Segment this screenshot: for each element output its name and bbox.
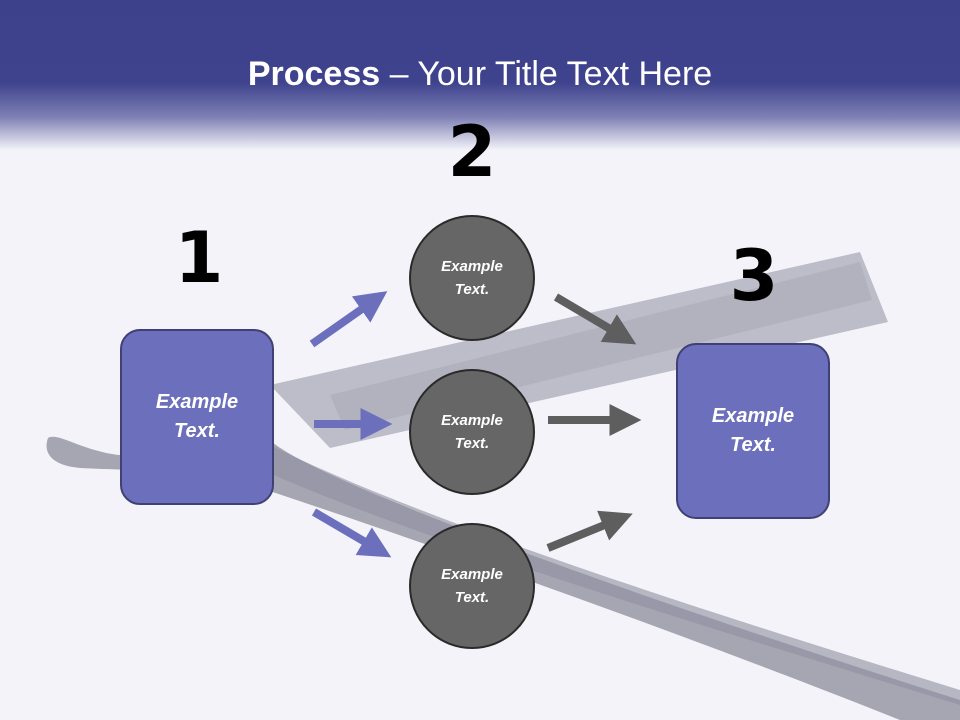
step-2-circle-middle: Example Text. — [409, 369, 535, 495]
arrow-box1-to-circle-top — [309, 291, 388, 348]
title-rest-part: – Your Title Text Here — [380, 55, 713, 93]
arrow-box1-to-circle-bottom — [311, 508, 392, 558]
title-bold-part: Process — [247, 55, 381, 93]
step-1-box: Example Text. — [120, 329, 274, 505]
arrow-circle-top-to-box3 — [553, 293, 637, 345]
step-number-3: 3 — [729, 235, 779, 317]
arrow-circle-bottom-to-box3 — [546, 510, 633, 552]
circle-bottom-text: Example Text. — [441, 566, 503, 606]
circle-middle-text: Example Text. — [441, 412, 503, 452]
step-number-2: 2 — [447, 111, 497, 193]
step-2-circle-bottom: Example Text. — [409, 523, 535, 649]
step-3-box: Example Text. — [676, 343, 830, 519]
circle-top-text: Example Text. — [441, 258, 503, 298]
step-number-1: 1 — [174, 217, 224, 299]
step-1-box-text: Example Text. — [155, 391, 239, 442]
title-banner — [0, 0, 960, 150]
step-2-circle-top: Example Text. — [409, 215, 535, 341]
slide-title: Process – Your Title Text Here — [0, 52, 960, 96]
step-3-box-text: Example Text. — [711, 405, 795, 456]
